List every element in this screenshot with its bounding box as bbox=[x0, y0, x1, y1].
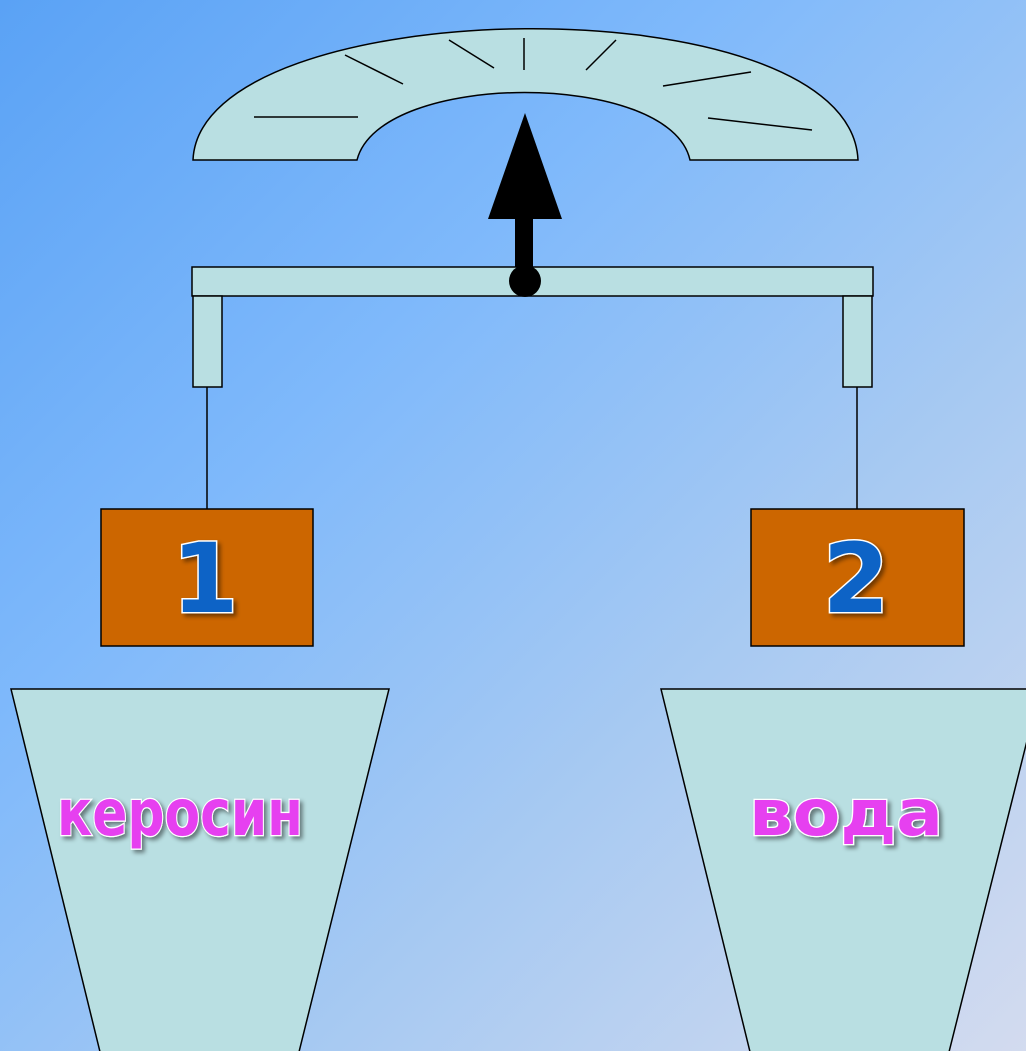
dial-tick bbox=[585, 39, 617, 71]
dial-tick bbox=[707, 117, 813, 131]
beam-pivot bbox=[509, 265, 541, 297]
container-left bbox=[10, 688, 390, 1051]
dial-ticks bbox=[254, 38, 813, 131]
weight-1 bbox=[100, 508, 314, 647]
dial-tick bbox=[448, 39, 495, 69]
dial-tick bbox=[344, 54, 404, 85]
needle-arrowhead bbox=[488, 113, 562, 219]
needle-shaft bbox=[515, 215, 533, 281]
container-right bbox=[660, 688, 1026, 1051]
right-hanger bbox=[842, 295, 873, 388]
dial-tick bbox=[662, 71, 752, 87]
left-hanger bbox=[192, 295, 223, 388]
weight-2 bbox=[750, 508, 965, 647]
container-right-label: вода bbox=[749, 777, 943, 851]
weight-1-label: 1 bbox=[172, 523, 239, 635]
container-left-label: керосин bbox=[57, 777, 303, 851]
weight-2-label: 2 bbox=[823, 523, 890, 635]
